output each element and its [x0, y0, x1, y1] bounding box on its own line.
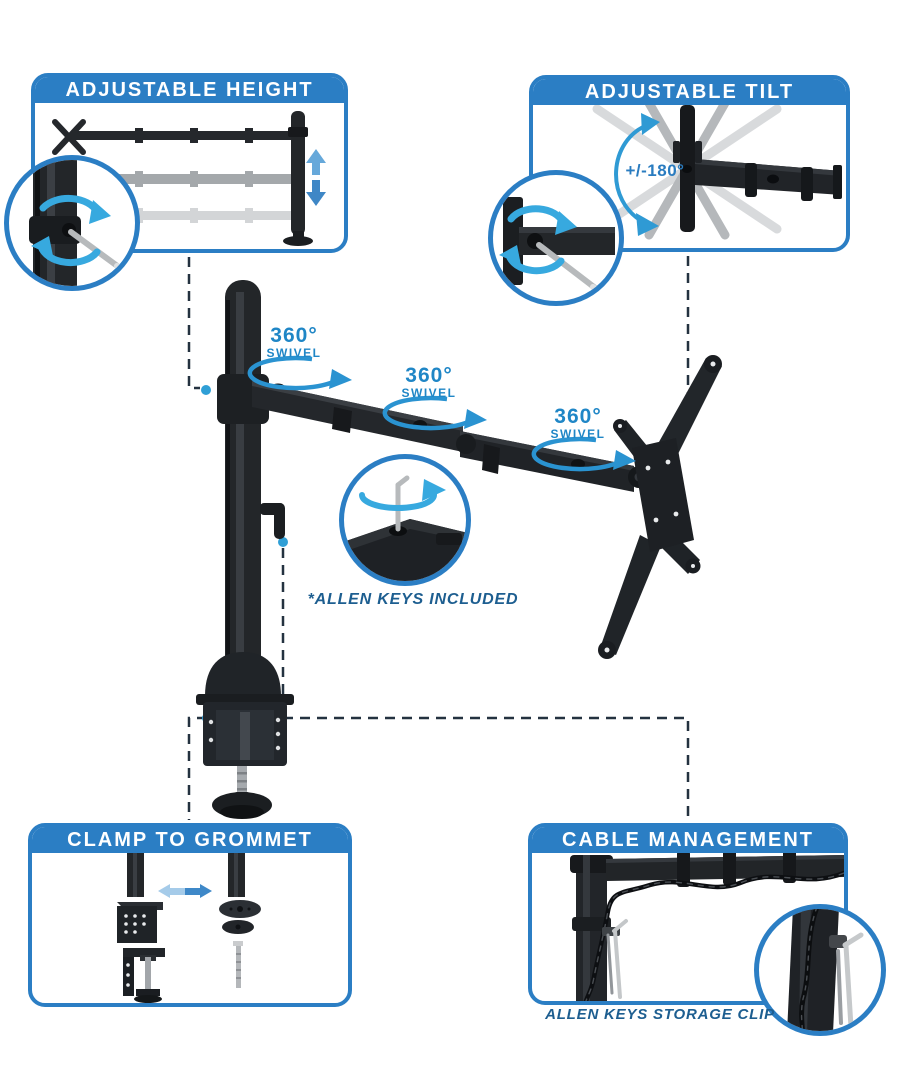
- c-clamp-part: [123, 948, 165, 1003]
- swivel-degrees-label: 360°: [270, 324, 318, 347]
- dashed-connector-lines: [187, 256, 690, 820]
- allen-keys-storage-clip-caption: ALLEN KEYS STORAGE CLIP: [545, 1006, 775, 1023]
- grommet-option-pole: [228, 853, 245, 897]
- vesa-center-plate: [632, 438, 694, 552]
- swivel-arrow-icon: [382, 395, 487, 431]
- swivel-word-label: SWIVEL: [401, 386, 457, 400]
- marker-dot-pole-collar: [201, 385, 211, 395]
- adjustable-tilt-title: ADJUSTABLE TILT: [533, 79, 846, 105]
- grommet-bolt: [233, 941, 243, 988]
- swivel-degrees-label: 360°: [554, 405, 602, 428]
- cm-arm: [606, 853, 844, 887]
- grommet-discs: [219, 900, 261, 934]
- connector-height-callout: [187, 257, 200, 390]
- pole-cable-clip: [260, 503, 285, 539]
- clamp-screw-knob: [212, 766, 272, 819]
- pole-rotation-detail-art: [29, 160, 134, 286]
- left-right-arrow-icon: [158, 884, 212, 898]
- connector-grommet-callout: [187, 716, 207, 820]
- allen-key: [842, 932, 864, 948]
- tilt-illustration: [592, 105, 842, 240]
- swivel-word-label: SWIVEL: [550, 427, 606, 441]
- tilt-range-label: +/-180°: [625, 161, 685, 180]
- inset-storage-clip-detail: [754, 904, 886, 1036]
- swivel-arrow-icon: [247, 355, 352, 391]
- inset-allen-key-detail: [339, 454, 471, 586]
- swivel-annotation-2: 360° SWIVEL: [379, 364, 487, 431]
- clamp-to-grommet-title: CLAMP TO GROMMET: [32, 827, 348, 853]
- arm-cable-clip-2: [482, 444, 500, 474]
- tilt-arc-arrow-icon: [614, 113, 660, 236]
- storage-clip-detail-art: [787, 909, 864, 1031]
- clamp-option-pole: [127, 853, 144, 897]
- cable-illustration: [570, 853, 844, 1001]
- arm-segment-2: [456, 431, 634, 492]
- cm-cable: [583, 870, 844, 1001]
- allen-key-detail-art: [346, 475, 466, 581]
- pole-collar-closeup: [29, 216, 81, 244]
- callout-clamp-to-grommet: CLAMP TO GROMMET: [28, 823, 352, 1007]
- up-down-arrow-icon: [306, 149, 326, 206]
- desk-clamp: [203, 702, 287, 766]
- cable-management-title: CABLE MANAGEMENT: [532, 827, 844, 853]
- mini-pole: [283, 111, 313, 246]
- tilt-joint-detail-art: [499, 197, 615, 300]
- swivel-arrow-icon: [531, 436, 636, 472]
- adjustable-height-title: ADJUSTABLE HEIGHT: [35, 77, 344, 103]
- rotation-arrow-icon: [359, 479, 446, 511]
- vesa-arm-sw: [600, 535, 661, 655]
- tilt-arm: [695, 159, 842, 201]
- inset-pole-rotation-detail: [4, 155, 140, 291]
- arm-cable-clip-1: [332, 407, 352, 433]
- base-skirt: [196, 652, 294, 705]
- desk-pole: [225, 280, 261, 660]
- callout-adjustable-tilt: ADJUSTABLE TILT: [529, 75, 850, 252]
- swivel-annotation-3: 360° SWIVEL: [528, 405, 636, 472]
- tilt-vesa-bar: [673, 105, 702, 232]
- cm-pole: [570, 855, 613, 1001]
- swivel-degrees-label: 360°: [405, 364, 453, 387]
- arm-segment-1: [252, 381, 463, 452]
- storage-clip: [829, 935, 847, 948]
- vesa-arm-ne: [650, 358, 722, 466]
- allen-keys-included-note: *ALLEN KEYS INCLUDED: [307, 591, 519, 608]
- cm-allen-keys: [602, 919, 628, 999]
- clamp-bracket-plate: [117, 902, 163, 943]
- swivel-word-label: SWIVEL: [266, 346, 322, 360]
- swivel-annotation-1: 360° SWIVEL: [244, 324, 352, 391]
- marker-dot-cable-clip: [278, 537, 288, 547]
- vesa-bracket: [598, 355, 722, 659]
- grommet-illustration: [117, 853, 261, 1003]
- inset-tilt-joint-detail: [488, 170, 624, 306]
- solid-arm-top: [52, 119, 293, 155]
- connector-cable-callout: [281, 548, 690, 820]
